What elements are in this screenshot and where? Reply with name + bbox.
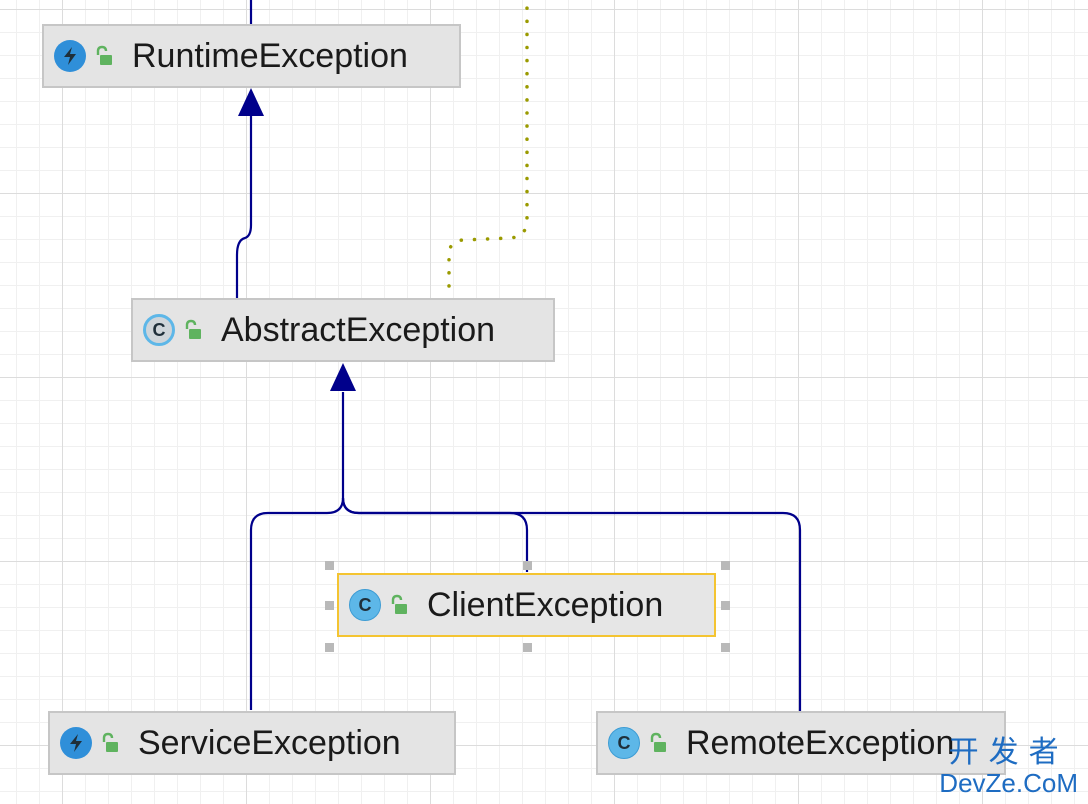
unlocked-icon	[96, 45, 112, 65]
node-label: ServiceException	[138, 723, 401, 762]
lightning-icon	[54, 40, 86, 72]
lightning-icon	[60, 727, 92, 759]
node-runtime-exception[interactable]: RuntimeException	[42, 24, 461, 88]
node-remote-exception[interactable]: C RemoteException	[596, 711, 1006, 775]
abstract-class-icon: C	[143, 314, 175, 346]
unlocked-icon	[391, 594, 407, 614]
unlocked-icon	[650, 732, 666, 752]
resize-handle-e[interactable]	[721, 601, 730, 610]
class-icon: C	[608, 727, 640, 759]
class-icon: C	[349, 589, 381, 621]
node-service-exception[interactable]: ServiceException	[48, 711, 456, 775]
node-client-exception[interactable]: C ClientException	[337, 573, 716, 637]
unlocked-icon	[185, 319, 201, 339]
watermark-en: DevZe.CoM	[939, 768, 1078, 798]
edge-remote-to-abstract	[341, 497, 802, 711]
arrow-head-abstract	[330, 363, 356, 391]
unlocked-icon	[102, 732, 118, 752]
edge-abstract-to-runtime	[235, 114, 253, 298]
node-label: AbstractException	[221, 310, 496, 349]
edge-client-to-abstract	[341, 497, 529, 572]
edge-service-to-abstract	[249, 392, 345, 710]
watermark: 开发者 DevZe.CoM	[939, 736, 1078, 798]
resize-handle-se[interactable]	[721, 643, 730, 652]
node-label: ClientException	[427, 585, 664, 624]
watermark-cn: 开发者	[948, 736, 1069, 769]
resize-handle-w[interactable]	[325, 601, 334, 610]
resize-handle-nw[interactable]	[325, 561, 334, 570]
resize-handle-s[interactable]	[523, 643, 532, 652]
node-abstract-exception[interactable]: C AbstractException	[131, 298, 555, 362]
node-label: RuntimeException	[132, 36, 408, 75]
arrow-head-runtime	[238, 88, 264, 116]
resize-handle-sw[interactable]	[325, 643, 334, 652]
resize-handle-n[interactable]	[523, 561, 532, 570]
node-label: RemoteException	[686, 723, 955, 762]
resize-handle-ne[interactable]	[721, 561, 730, 570]
edge-abstract-implements	[447, 0, 529, 288]
